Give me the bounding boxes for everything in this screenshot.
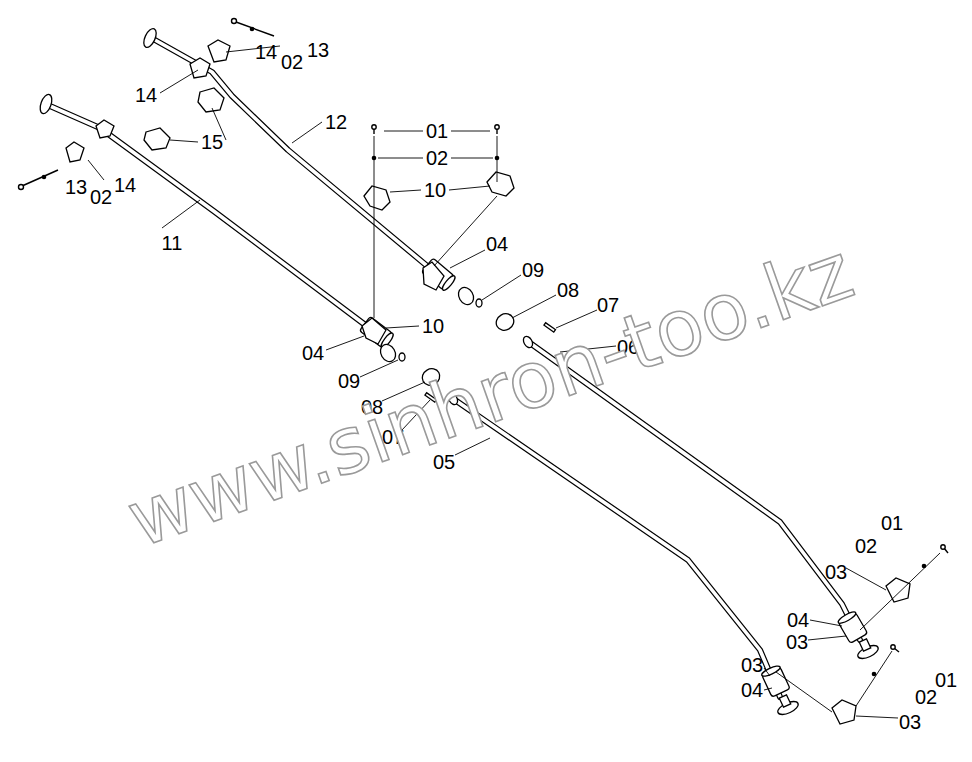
- callout-number: 02: [915, 687, 937, 707]
- callout-number: 13: [307, 40, 329, 60]
- callout-number: 04: [486, 234, 508, 254]
- callout-number: 03: [825, 562, 847, 582]
- callout-number: 10: [424, 180, 446, 200]
- callout-number: 11: [162, 233, 183, 253]
- callout-number: 09: [522, 260, 544, 280]
- callout-number: 03: [786, 632, 808, 652]
- callout-number: 15: [201, 132, 223, 152]
- callout-number: 04: [787, 610, 809, 630]
- callout-number: 04: [302, 343, 324, 363]
- callout-number: 01: [935, 670, 957, 690]
- callout-number: 01: [881, 513, 903, 533]
- callout-number: 12: [325, 112, 347, 132]
- callout-number: 14: [135, 85, 157, 105]
- callout-number: 10: [422, 316, 444, 336]
- watermark: www.sinhron-too.kz: [118, 231, 862, 559]
- callout-number: 02: [426, 148, 448, 168]
- callout-number: 01: [426, 121, 448, 141]
- callout-number: 13: [65, 177, 87, 197]
- callout-number: 03: [741, 655, 763, 675]
- callout-number: 02: [855, 536, 877, 556]
- callout-number: 04: [741, 680, 763, 700]
- callout-number: 14: [114, 175, 136, 195]
- callout-number: 09: [338, 371, 360, 391]
- callout-number: 03: [899, 712, 921, 732]
- callout-number: 08: [557, 280, 579, 300]
- callout-number: 02: [281, 52, 303, 72]
- callout-number: 14: [255, 42, 277, 62]
- callout-number: 02: [90, 187, 112, 207]
